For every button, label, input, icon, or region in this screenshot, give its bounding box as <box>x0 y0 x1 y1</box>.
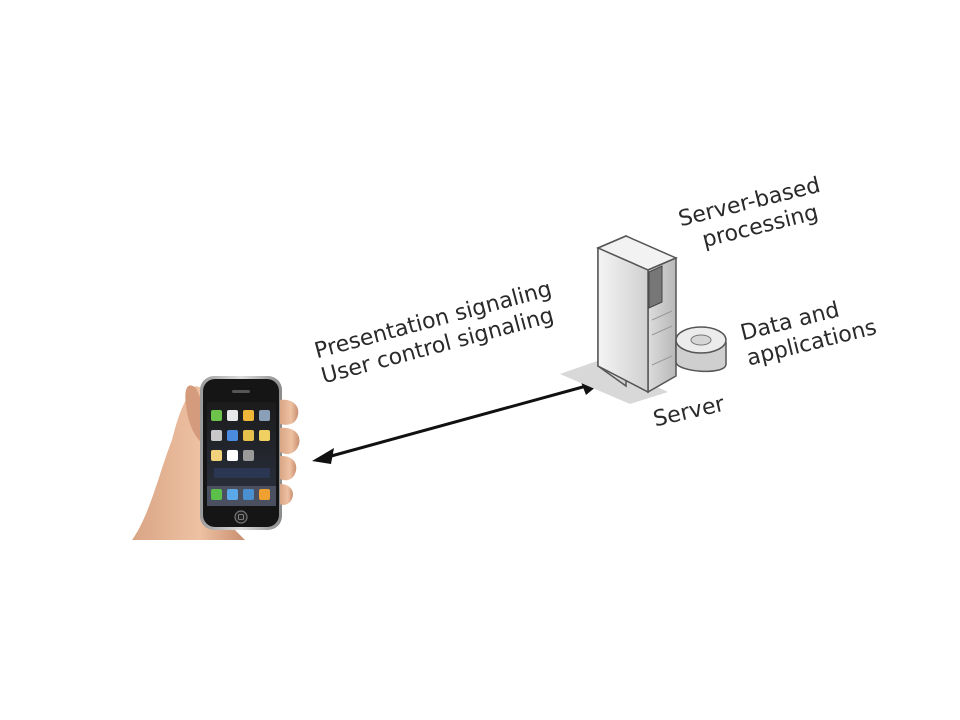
database-disk-icon <box>675 326 727 373</box>
server-tower-icon <box>560 234 678 404</box>
smartphone-in-hand-icon <box>132 376 300 540</box>
phone-app-icons <box>207 410 276 506</box>
arrowhead-left <box>312 448 334 464</box>
double-headed-arrow-icon <box>312 377 603 464</box>
